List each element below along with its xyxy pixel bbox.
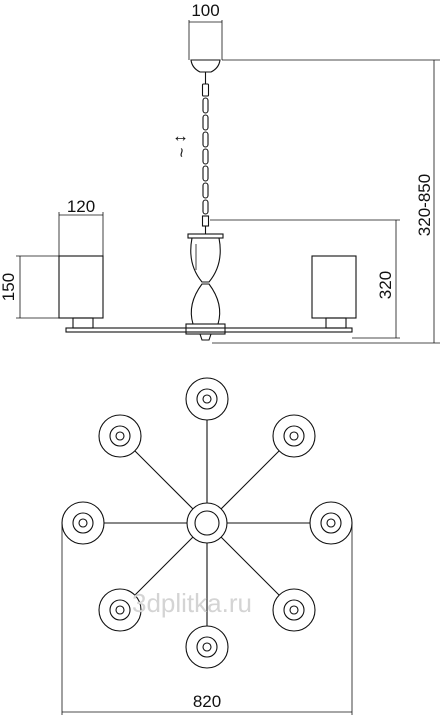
- top-view: 3dplitka.ru 820: [61, 377, 353, 715]
- overall-diameter-label: 820: [193, 692, 221, 711]
- total-height-dimension: 320-850: [212, 59, 440, 344]
- overall-diameter-dimension: 820: [61, 523, 353, 715]
- watermark: 3dplitka.ru: [132, 588, 252, 618]
- total-height-label: 320-850: [415, 174, 434, 236]
- central-body: [185, 226, 226, 335]
- side-view: 100 ↕ ~: [0, 1, 440, 344]
- shade-width-dimension: 120: [58, 197, 104, 256]
- shade-height-dimension: 150: [0, 255, 59, 319]
- body-height-label: 320: [376, 271, 395, 299]
- arm-bar: [65, 327, 353, 333]
- left-lamp-side: [58, 255, 104, 329]
- lamp-top-view: [61, 377, 353, 669]
- chain: [201, 83, 210, 227]
- body-height-dimension: 320: [210, 219, 400, 339]
- right-lamp-side: [311, 255, 357, 329]
- canopy: [190, 59, 221, 73]
- canopy-width-label: 100: [191, 1, 219, 20]
- canopy-width-dimension: 100: [188, 1, 223, 60]
- shade-width-label: 120: [67, 197, 95, 216]
- central-hub: [186, 502, 228, 544]
- shade-height-label: 150: [0, 273, 18, 301]
- chain-length-marker: ↕ ~: [172, 134, 191, 157]
